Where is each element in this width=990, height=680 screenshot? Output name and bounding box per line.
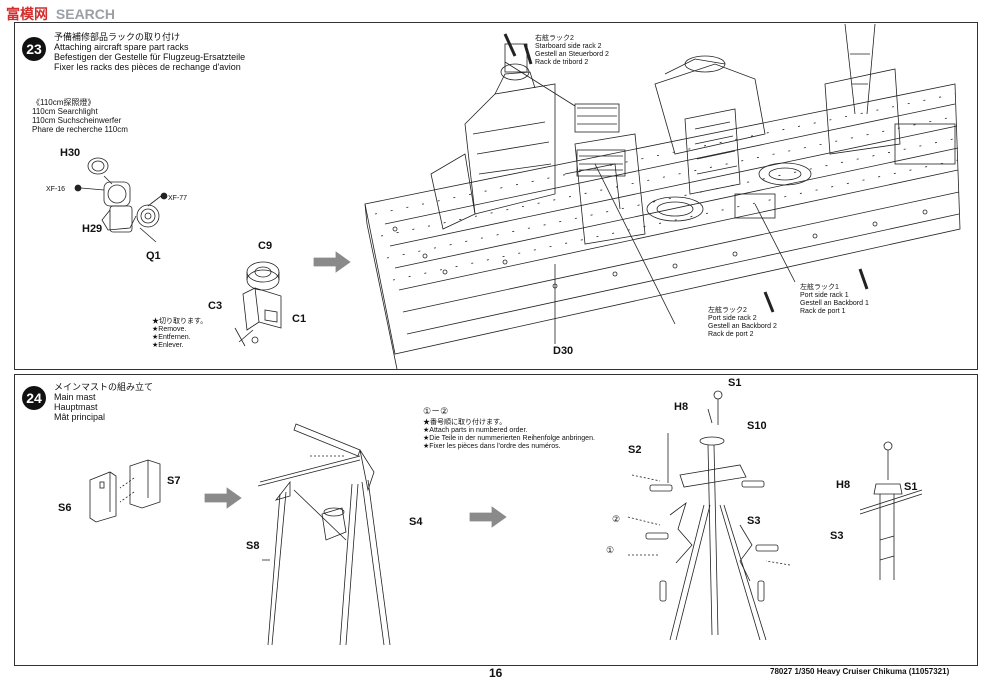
watermark-logo: 富模网 SEARCH — [6, 4, 115, 24]
part-c3-label: C3 — [208, 300, 223, 312]
remove-note-en: ★Remove. — [152, 326, 187, 333]
order-mark-2: ② — [612, 514, 621, 524]
port-rack-2-jp: 左舷ラック2 — [708, 307, 747, 314]
part-s1b-label: S1 — [904, 481, 918, 493]
part-d30-label: D30 — [553, 345, 574, 357]
deck-plank-ticks — [374, 93, 959, 281]
starboard-rack-2-shape — [574, 103, 620, 133]
product-code: 78027 1/350 Heavy Cruiser Chikuma (11057… — [770, 667, 950, 676]
order-title: ①－② — [423, 406, 449, 416]
searchlight-caption: 《110cm探照燈》 110cm Searchlight 110cm Suchs… — [32, 98, 128, 134]
step-24-title-en: Main mast — [54, 392, 96, 402]
part-s2-label: S2 — [628, 444, 642, 456]
assembly-arrow-24a — [204, 487, 242, 509]
step-23-title-en: Attaching aircraft spare part racks — [54, 42, 189, 52]
step-24-number: 24 — [22, 386, 46, 410]
part-s1-label: S1 — [728, 377, 742, 389]
part-s3b-label: S3 — [830, 530, 844, 542]
searchlight-mount-drawing — [234, 261, 282, 347]
starboard-rack-2-jp: 右舷ラック2 — [535, 35, 574, 42]
step-23-title: 予備補修部品ラックの取り付け Attaching aircraft spare … — [54, 32, 245, 72]
port-rack-2-caption: 左舷ラック2 Port side rack 2 Gestell an Backb… — [708, 307, 777, 339]
port-rack-1-jp: 左舷ラック1 — [800, 284, 839, 291]
starboard-rack-2-de: Gestell an Steuerbord 2 — [535, 51, 609, 58]
port-rack-1-de: Gestell an Backbord 1 — [800, 300, 869, 307]
searchlight-de: 110cm Suchscheinwerfer — [32, 116, 122, 125]
part-s8-label: S8 — [246, 540, 260, 552]
deck-fittings — [392, 209, 928, 289]
ship-deck-drawing — [364, 23, 961, 370]
watermark-char-3: 网 — [34, 6, 48, 22]
small-parts — [645, 480, 779, 602]
part-c9-label: C9 — [258, 240, 273, 252]
port-rack-2-de: Gestell an Backbord 2 — [708, 323, 777, 330]
paint-xf16-label: XF-16 — [46, 186, 66, 193]
port-rack-1-en: Port side rack 1 — [800, 292, 849, 299]
part-q1-label: Q1 — [146, 250, 161, 262]
remove-note: ★切り取ります。 ★Remove. ★Entfernen. ★Enlever. — [152, 318, 207, 350]
order-mark-1: ① — [606, 545, 615, 555]
watermark-char-2: 模 — [20, 6, 34, 22]
port-rack-1-fr: Rack de port 1 — [800, 308, 846, 315]
port-rack-1-shape — [734, 193, 776, 219]
part-s10-label: S10 — [747, 420, 767, 432]
step-24-title-de: Hauptmast — [54, 402, 98, 412]
mast-assembled-drawing — [859, 441, 923, 580]
starboard-rack-2-en: Starboard side rack 2 — [535, 43, 602, 50]
s6-s7-drawing — [89, 459, 161, 523]
port-rack-2-shape — [576, 149, 626, 177]
step-23-panel — [14, 22, 978, 370]
remove-note-jp: ★切り取ります。 — [152, 318, 208, 325]
watermark-search: SEARCH — [55, 6, 116, 22]
step-23-number: 23 — [22, 37, 46, 61]
part-s7-label: S7 — [167, 475, 181, 487]
step-23-title-jp: 予備補修部品ラックの取り付け — [54, 32, 181, 42]
order-note: ★番号順に取り付けます。 ★Attach parts in numbered o… — [423, 419, 595, 451]
starboard-rack-2-fr: Rack de tribord 2 — [535, 59, 589, 66]
port-rack-2-fr: Rack de port 2 — [708, 331, 754, 338]
searchlight-jp: 《110cm探照燈》 — [32, 98, 96, 107]
step-23-title-fr: Fixer les racks des pièces de rechange d… — [54, 62, 241, 72]
remove-note-fr: ★Enlever. — [152, 342, 184, 349]
assembly-arrow-24b — [469, 506, 507, 528]
searchlight-en: 110cm Searchlight — [32, 107, 98, 116]
part-h29-label: H29 — [82, 223, 103, 235]
watermark-char-1: 富 — [6, 6, 20, 22]
part-s6-label: S6 — [58, 502, 72, 514]
port-rack-2-en: Port side rack 2 — [708, 315, 757, 322]
remove-note-de: ★Entfernen. — [152, 334, 191, 341]
part-h8-label: H8 — [674, 401, 689, 413]
step-24-title-fr: Mât principal — [54, 412, 106, 422]
searchlight-fr: Phare de recherche 110cm — [32, 125, 128, 134]
step-24-title: メインマストの組み立て Main mast Hauptmast Mât prin… — [54, 382, 153, 422]
part-c1-label: C1 — [292, 313, 307, 325]
paint-xf77-label: XF-77 — [168, 195, 188, 202]
mast-exploded-drawing — [627, 390, 791, 641]
part-h8b-label: H8 — [836, 479, 851, 491]
part-s3-label: S3 — [747, 515, 761, 527]
part-h30-label: H30 — [60, 147, 81, 159]
deck-planks — [384, 103, 960, 335]
page-number: 16 — [489, 666, 503, 680]
assembly-arrow-23 — [313, 251, 351, 273]
searchlight-drawing — [74, 157, 168, 243]
order-note-jp: ★番号順に取り付けます。 — [423, 419, 507, 426]
part-s4-label: S4 — [409, 516, 423, 528]
step-24-title-jp: メインマストの組み立て — [54, 382, 154, 392]
order-note-fr: ★Fixer les pièces dans l'ordre des numér… — [423, 443, 561, 450]
mast-tripod-drawing — [257, 423, 391, 646]
order-note-de: ★Die Teile in der nummerierten Reihenfol… — [423, 435, 595, 442]
starboard-rack-2-caption: 右舷ラック2 Starboard side rack 2 Gestell an … — [535, 35, 609, 67]
order-note-en: ★Attach parts in numbered order. — [423, 427, 528, 434]
step-23-title-de: Befestigen der Gestelle für Flugzeug-Ers… — [54, 52, 246, 62]
port-rack-1-caption: 左舷ラック1 Port side rack 1 Gestell an Backb… — [800, 284, 869, 316]
